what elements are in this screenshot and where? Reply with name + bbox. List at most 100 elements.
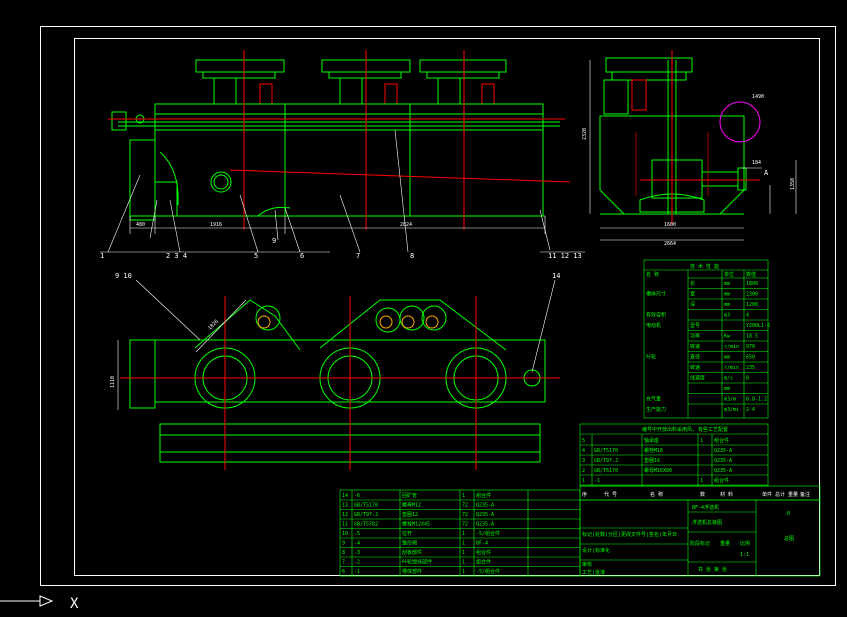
bom-large-cell: Q235-A — [476, 503, 494, 509]
bom-large-cell: -5/组合件 — [476, 568, 500, 575]
spec-cell: Kw — [724, 334, 731, 340]
bom-large-cell: 组合件 — [476, 549, 491, 556]
bom-large-cell: -3 — [354, 550, 360, 556]
bom-large-cell: 组合件 — [476, 492, 491, 499]
title-row-2: 审核 — [582, 561, 592, 568]
bom-header-cell: 代 号 — [604, 491, 617, 498]
bom-large-cell: 螺母M12 — [402, 502, 421, 509]
ucs-icon — [0, 595, 54, 607]
title-stage-1: 重量 — [720, 540, 730, 547]
bom-large-cell: 1 — [462, 531, 465, 537]
spec-cell: 0.8-1.2 — [746, 397, 767, 403]
spec-header-cell: 数值 — [746, 271, 756, 278]
spec-cell: 槽体尺寸 — [646, 291, 666, 298]
bom-large-cell: 刮板部件 — [402, 549, 422, 556]
spec-cell: 18.5 — [746, 334, 758, 340]
title-row-0: 标记|处数|分区|更改文件号|签名|年月日 — [582, 531, 677, 538]
bom-small-cell: 2 — [582, 468, 585, 474]
title-stage-2: 比例 — [740, 540, 750, 547]
front-callout-9: 9 — [272, 237, 276, 245]
bom-large-cell: 组合件 — [476, 559, 491, 566]
spec-cell: 功率 — [690, 333, 700, 340]
bom-large-cell: 14 — [342, 493, 348, 499]
axis-x-label: X — [70, 596, 79, 612]
spec-cell: r/min — [724, 365, 739, 371]
spec-cell: mm — [724, 386, 730, 392]
front-callout-11-12-13: 11 12 13 — [548, 252, 582, 260]
side-label-A: A — [764, 169, 769, 177]
spec-cell: mm — [724, 355, 730, 361]
bom-large-cell: 1 — [462, 560, 465, 566]
side-dim-184: 184 — [752, 160, 761, 166]
bom-header-cell: 材 料 — [720, 491, 733, 498]
bom-large-cell: GB/T5782 — [354, 522, 378, 528]
title-sheet: 共 张 第 张 — [698, 566, 727, 573]
side-dim-1600: 1600 — [664, 222, 676, 228]
plan-callout-9-10: 9 10 — [115, 272, 132, 280]
bom-large-cell: -5 — [354, 531, 360, 537]
front-dim-2824: 2824 — [400, 222, 412, 228]
spec-cell: 直径 — [690, 354, 700, 361]
spec-cell: 转速 — [690, 364, 700, 371]
title-name: 浮选机总装图 — [692, 519, 722, 526]
bom-header-cell: 序 — [582, 491, 587, 498]
spec-cell: 型号 — [690, 322, 700, 329]
outer-frame — [40, 26, 836, 586]
spec-cell: 宽 — [690, 291, 695, 298]
bom-large-cell: 12 — [342, 512, 348, 518]
front-callout-2-3-4: 2 3 4 — [166, 252, 187, 260]
bom-large-cell: -2 — [354, 560, 360, 566]
spec-cell: m3 — [724, 313, 730, 319]
spec-cell: 线速度 — [690, 375, 705, 382]
spec-cell: 2300 — [746, 292, 758, 298]
front-dim-1916: 1916 — [210, 222, 222, 228]
bom-large-cell: BF-4 — [476, 541, 488, 547]
spec-cell: 235 — [746, 365, 755, 371]
bom-large-cell: -5/组合件 — [476, 530, 500, 537]
bom-small-cell: 1 — [700, 478, 703, 484]
bom-small-cell: -1 — [594, 478, 600, 484]
title-model: BF-4浮选机 — [692, 504, 719, 511]
bom-large-cell: 7 — [342, 560, 345, 566]
title-block — [579, 499, 821, 577]
bom-large-cell: 6 — [342, 569, 345, 575]
spec-cell: 长 — [690, 280, 695, 287]
spec-cell: r/min — [724, 344, 739, 350]
bom-header-cell: 数 — [700, 491, 705, 498]
front-callout-6: 6 — [300, 252, 304, 260]
title-stamp: 总图 — [784, 535, 794, 542]
front-view — [111, 59, 560, 221]
title-row-1: 设计|标准化 — [582, 547, 610, 554]
spec-cell: 转速 — [690, 343, 700, 350]
bom-large-cell: -1 — [354, 569, 360, 575]
spec-cell: 8 — [746, 376, 749, 382]
spec-cell: 1200 — [746, 302, 758, 308]
bom-small-cell: 螺母M16X80 — [644, 467, 672, 474]
spec-cell: 电动机 — [646, 322, 661, 329]
side-dim-1350: 1350 — [790, 178, 796, 190]
plan-callout-14: 14 — [552, 272, 560, 280]
bom-large-cell: 回矿管 — [402, 492, 417, 499]
bom-small-cell: 4 — [582, 448, 585, 454]
title-row-3: 工艺|批准 — [582, 569, 605, 576]
bom-header-cell: 备注 — [800, 491, 810, 498]
side-dim-2664: 2664 — [664, 241, 676, 247]
spec-cell: 650 — [746, 355, 755, 361]
spec-cell: 970 — [746, 344, 755, 350]
bom-large-cell: Q235-A — [476, 512, 494, 518]
bom-small-cell: GB/T97.2 — [594, 458, 618, 464]
spec-cell: 叶轮 — [646, 354, 656, 361]
front-callout-8: 8 — [410, 252, 414, 260]
bom-small-cell: 组合件 — [714, 477, 729, 484]
spec-table-title: 技 术 性 能 — [690, 263, 719, 270]
bom-large-cell: GB/T97.2 — [354, 512, 378, 518]
side-view — [599, 57, 747, 215]
bom-header-cell: 名 称 — [650, 491, 663, 498]
spec-header-cell: 单位 — [724, 271, 734, 278]
front-callout-7: 7 — [356, 252, 360, 260]
spec-cell: mm — [724, 292, 730, 298]
bom-large-cell: 垫圈12 — [402, 511, 418, 518]
spec-cell: m3/mi — [724, 407, 739, 413]
spec-cell: 有效容积 — [646, 312, 666, 319]
